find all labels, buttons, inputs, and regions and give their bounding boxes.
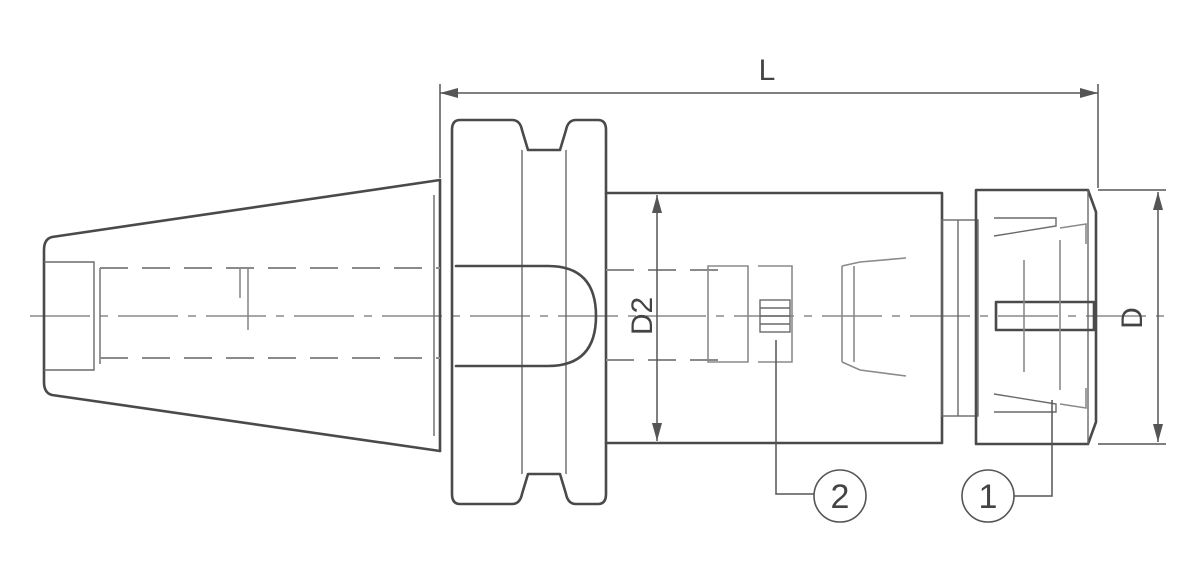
dimension-d: D xyxy=(1098,189,1166,445)
flange xyxy=(450,118,608,506)
collet-nut xyxy=(941,188,1098,446)
taper-shank xyxy=(42,178,442,453)
callout-2: 2 xyxy=(775,340,867,523)
dimension-l-label: L xyxy=(759,54,776,87)
dimension-l: L xyxy=(439,54,1099,188)
dimension-d2-label: D2 xyxy=(626,297,659,335)
callout-1-label: 1 xyxy=(979,478,998,516)
callout-1: 1 xyxy=(961,400,1053,523)
dimension-d-label: D xyxy=(1116,307,1149,329)
callout-2-label: 2 xyxy=(831,478,850,516)
dimension-d2: D2 xyxy=(626,195,662,441)
